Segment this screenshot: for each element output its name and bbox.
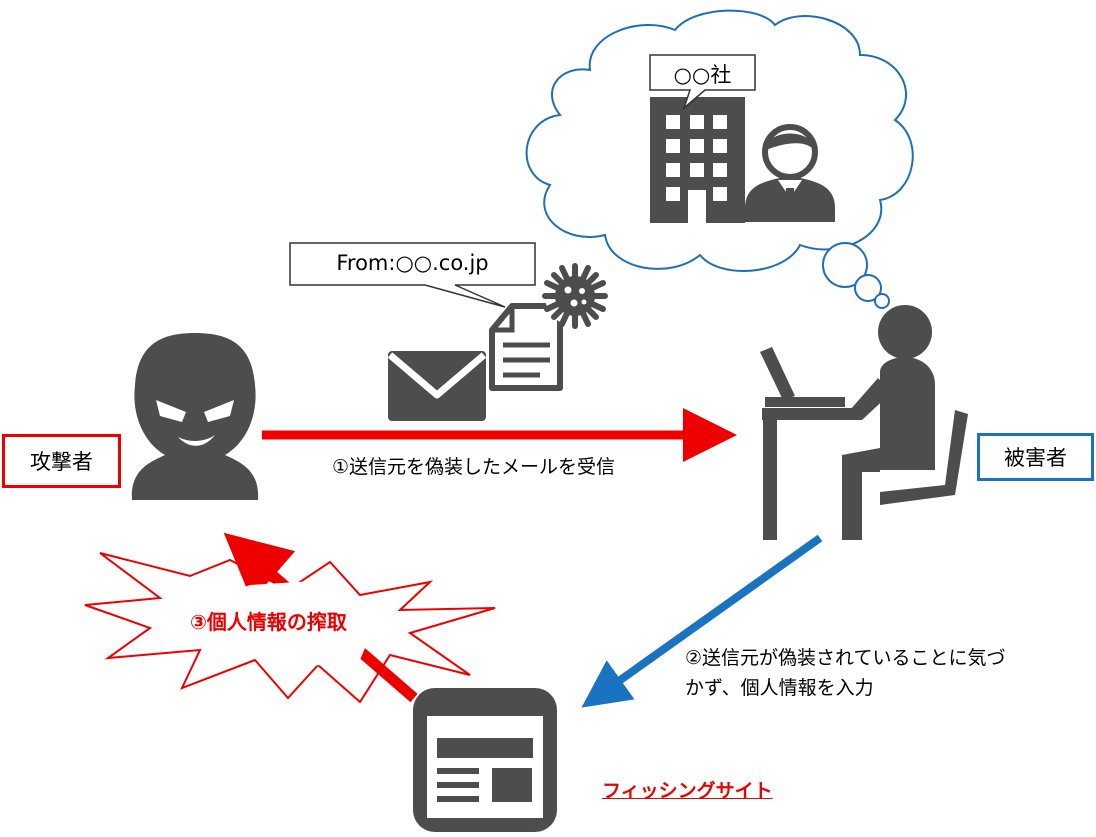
businessman-icon bbox=[745, 124, 835, 222]
step2-label-line1: ②送信元が偽装されていることに気づ bbox=[685, 647, 1006, 669]
document-icon bbox=[489, 303, 563, 391]
seated-person-at-desk-icon bbox=[760, 305, 968, 540]
victim-label-box: 被害者 bbox=[977, 433, 1094, 481]
masked-attacker-icon bbox=[131, 333, 259, 500]
attacker-label-box: 攻撃者 bbox=[2, 434, 121, 488]
building-icon bbox=[650, 97, 745, 223]
phishing-site-label: フィッシングサイト bbox=[602, 780, 773, 802]
victim-label: 被害者 bbox=[1004, 446, 1067, 470]
virus-icon bbox=[542, 263, 608, 329]
step3-label: ③個人情報の搾取 bbox=[190, 610, 347, 634]
company-bubble bbox=[649, 54, 756, 111]
step2-label-line2: かず、個人情報を入力 bbox=[685, 677, 874, 699]
step1-label: ①送信元を偽装したメールを受信 bbox=[332, 456, 616, 478]
from-bubble-text: From:○○.co.jp bbox=[336, 251, 489, 275]
envelope-icon bbox=[387, 351, 487, 421]
company-bubble-text: ○○社 bbox=[673, 63, 732, 87]
webpage-icon bbox=[413, 688, 557, 832]
attacker-label: 攻撃者 bbox=[30, 450, 93, 474]
input-arrow bbox=[581, 534, 823, 708]
from-bubble bbox=[289, 242, 536, 308]
